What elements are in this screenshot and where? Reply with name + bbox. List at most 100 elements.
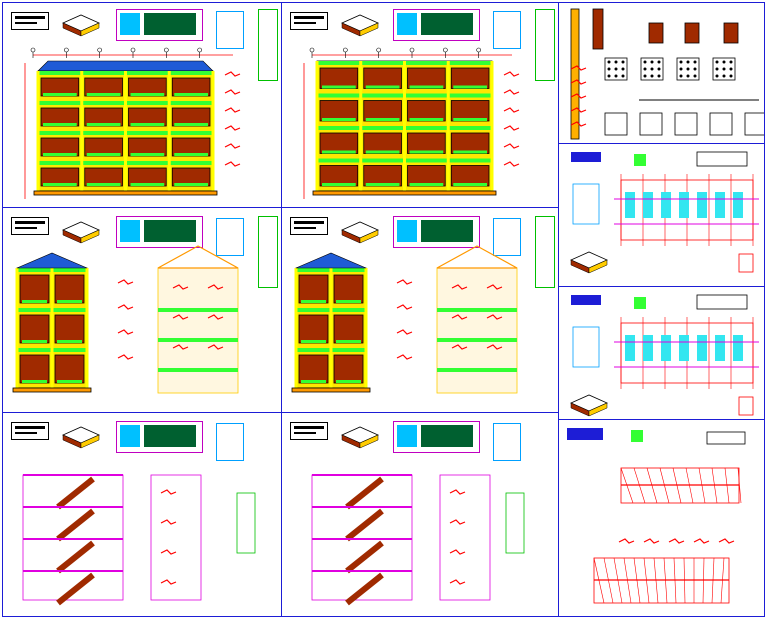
grid-bubble: [97, 47, 102, 53]
balcony-rail: [174, 123, 208, 126]
rebar-dot: [715, 67, 719, 71]
grid-bubble: [409, 47, 415, 53]
rebar-dot: [657, 60, 661, 64]
annotation-mark: [224, 71, 241, 77]
room-fill: [661, 192, 671, 218]
window-bay: [19, 274, 50, 304]
annotation-mark: [117, 279, 134, 285]
balcony-rail: [365, 150, 400, 154]
grid-bubble: [476, 47, 481, 53]
window-bay: [19, 314, 50, 344]
annotation-mark: [643, 538, 660, 544]
room-fill: [715, 192, 725, 218]
annotation-mark: [207, 314, 224, 320]
balcony-rail: [174, 153, 208, 156]
rebar-dot: [715, 74, 719, 78]
annotation-mark: [570, 65, 587, 71]
balcony-rail: [57, 340, 82, 343]
rebar-dot: [621, 67, 625, 71]
annotation-mark: [449, 489, 466, 495]
annotation-mark: [449, 549, 466, 555]
column: [364, 268, 368, 388]
rebar-dot: [643, 74, 647, 78]
notes-panel: [493, 11, 521, 49]
annotation-mark: [117, 304, 134, 310]
room-fill: [643, 335, 653, 361]
rebar-dot: [715, 60, 719, 64]
sheet-front-elevation-b: [281, 2, 559, 208]
detail-strip: [505, 492, 525, 554]
window-bay: [54, 274, 85, 304]
stair-flight: [345, 508, 384, 542]
balcony-rail: [174, 183, 208, 186]
annotation-mark: [160, 549, 177, 555]
annotation-mark: [503, 107, 520, 113]
sheet-side-elevation-a: [2, 207, 282, 413]
isometric-face: [80, 229, 100, 244]
grid-bubble: [376, 47, 381, 53]
balcony-rail: [322, 183, 356, 186]
annotation-mark: [618, 538, 635, 544]
annotation-mark: [172, 284, 189, 290]
plan-legend: [634, 297, 646, 309]
annotation-mark: [224, 107, 241, 113]
balcony-rail: [130, 153, 165, 156]
legend-table: [393, 421, 480, 453]
window-bay: [319, 165, 359, 187]
window-bay: [54, 314, 85, 344]
sheet-stair-section-b: [281, 412, 559, 617]
truss: [157, 245, 239, 269]
sheet-floor-plan-a: [558, 143, 765, 287]
column: [315, 61, 319, 191]
annotation-mark: [503, 125, 520, 131]
balcony-rail: [336, 380, 361, 383]
balcony-rail: [43, 183, 77, 186]
column: [446, 61, 450, 191]
window-bay: [450, 132, 490, 154]
title-block: [290, 12, 328, 30]
rebar-dot: [729, 74, 733, 78]
balcony-rail: [130, 183, 165, 186]
rebar-dot: [693, 74, 697, 78]
notes-panel: [572, 183, 600, 225]
isometric-face: [359, 229, 379, 244]
room-fill: [733, 192, 743, 218]
annotation-mark: [486, 284, 503, 290]
rafter: [737, 467, 742, 504]
rebar-dot: [686, 74, 690, 78]
balcony-rail: [453, 183, 487, 186]
ground-line: [291, 387, 371, 393]
stair-section-drawing: [22, 426, 256, 606]
window-bay: [319, 67, 359, 89]
window-bay: [363, 67, 402, 89]
window-bay: [319, 132, 359, 154]
legend-table: [116, 216, 203, 248]
balcony-rail: [365, 85, 400, 89]
annotation-mark: [207, 344, 224, 350]
grid-bubble: [343, 47, 348, 53]
balcony-rail: [86, 153, 121, 156]
rebar-dot: [643, 67, 647, 71]
stair-flight: [56, 572, 95, 606]
annotation-mark: [503, 71, 520, 77]
window-bay: [298, 314, 329, 344]
room-fill: [697, 335, 707, 361]
balcony-rail: [336, 340, 361, 343]
window-bay: [333, 314, 364, 344]
window-bay: [407, 132, 446, 154]
footing-plan: [604, 112, 628, 136]
annotation-mark: [668, 538, 685, 544]
rebar-dot: [607, 67, 611, 71]
column-detail: [570, 8, 580, 140]
room-fill: [625, 192, 635, 218]
annotation-mark: [503, 89, 520, 95]
window-bay: [450, 165, 490, 187]
isometric-face: [359, 22, 379, 37]
footing-plan: [674, 112, 698, 136]
annotation-mark: [570, 107, 587, 113]
grid-bubble: [130, 47, 136, 53]
isometric-face: [80, 22, 100, 37]
balcony-rail: [86, 93, 121, 96]
balcony-rail: [86, 183, 121, 186]
section-frame: [436, 267, 518, 394]
